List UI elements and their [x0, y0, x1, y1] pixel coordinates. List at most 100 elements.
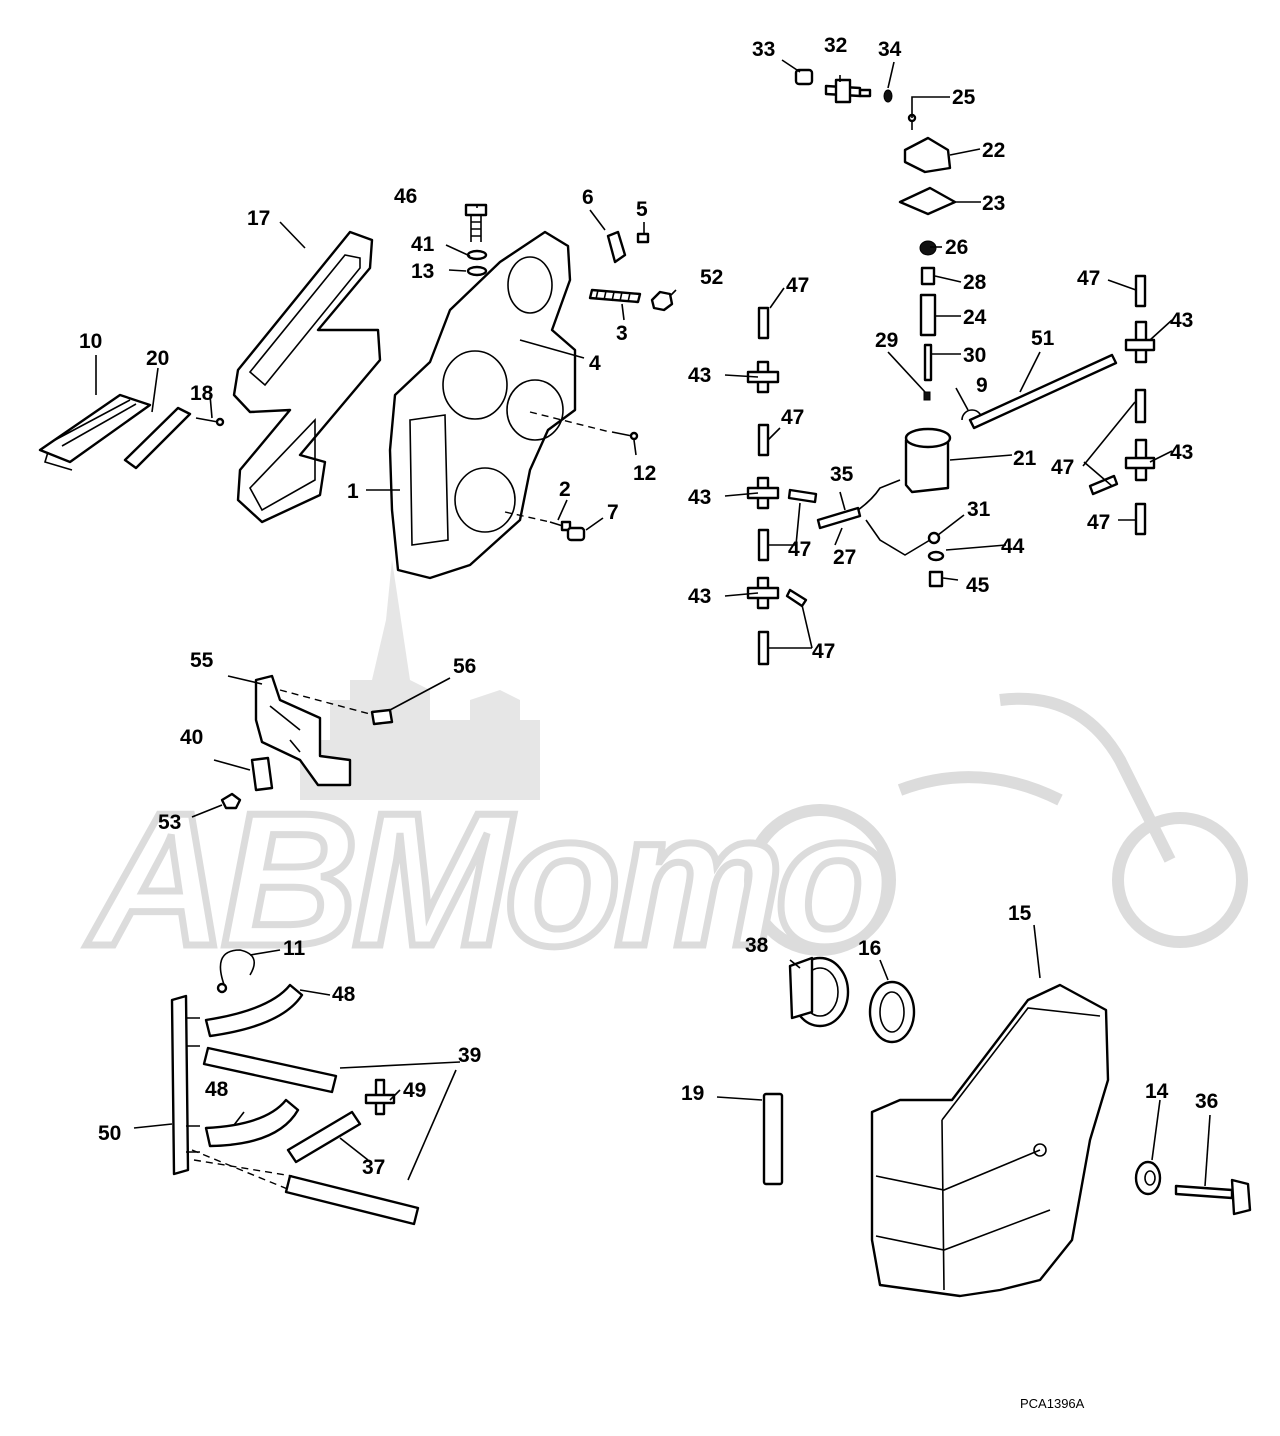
callout-15: 15 [1008, 902, 1032, 925]
clip-6-part [606, 230, 627, 264]
callout-11: 11 [283, 937, 306, 960]
hose-35-part [857, 479, 901, 511]
hose-48-upper [204, 983, 304, 1038]
hose-47-h [1134, 388, 1147, 424]
callout-24: 24 [963, 306, 987, 329]
callout-17: 17 [247, 207, 270, 230]
callout-48-b: 48 [205, 1078, 229, 1101]
fitting-32-part [824, 78, 872, 104]
block-40-part [250, 756, 274, 792]
watermark-city-silhouette [300, 560, 540, 800]
hose-47-a [757, 306, 770, 340]
watermark-motorcycle [744, 692, 1248, 956]
callout-36: 36 [1195, 1090, 1218, 1113]
callout-47-g: 47 [1087, 511, 1110, 534]
callout-52: 52 [700, 266, 723, 289]
dashed-connectors [191, 411, 611, 1191]
stud-3-part [588, 288, 642, 304]
callout-10: 10 [79, 330, 102, 353]
screw-18-part [195, 417, 219, 423]
o-ring-34-part [883, 89, 893, 103]
intake-gasket-part [232, 230, 382, 524]
part-drawings [38, 68, 1252, 1298]
callout-47-d: 47 [812, 640, 835, 663]
callout-45: 45 [966, 574, 990, 597]
callout-4: 4 [589, 352, 601, 375]
hose-48-lower [204, 1098, 300, 1148]
screw-18-head [215, 417, 225, 427]
nut-52-part [650, 290, 674, 312]
bracket-55-part [254, 674, 352, 787]
callout-5: 5 [636, 198, 648, 221]
bolt-53-part [220, 792, 242, 810]
callout-47-e: 47 [1077, 267, 1100, 290]
hose-39-b [284, 1174, 420, 1226]
bolt-46-shank [470, 215, 482, 242]
washer-41-part [466, 249, 488, 261]
grommet-38-part [788, 956, 850, 1028]
callout-21: 21 [1013, 447, 1037, 470]
callout-32: 32 [824, 34, 847, 57]
tee-fitting-43-e [1124, 438, 1156, 482]
callout-2: 2 [559, 478, 571, 501]
cap-33-part [794, 68, 814, 86]
callout-19: 19 [681, 1082, 704, 1105]
screw-12-part [611, 431, 633, 437]
callout-41: 41 [411, 233, 435, 256]
callout-43-c: 43 [688, 585, 711, 608]
callout-28: 28 [963, 271, 987, 294]
callout-27: 27 [833, 546, 856, 569]
callout-47-a: 47 [786, 274, 809, 297]
hose-27-part [816, 506, 862, 530]
callout-47-f: 47 [1051, 456, 1074, 479]
callout-14: 14 [1145, 1080, 1169, 1103]
diaphragm-23-part [898, 186, 957, 216]
leader-lines [95, 59, 1211, 1187]
callout-20: 20 [146, 347, 169, 370]
callout-43-e: 43 [1170, 441, 1193, 464]
screw-36-part [1174, 1178, 1252, 1216]
callout-43-a: 43 [688, 364, 711, 387]
hose-19-part [762, 1092, 784, 1186]
reed-block-part [38, 393, 152, 471]
callout-31: 31 [967, 498, 991, 521]
callout-33: 33 [752, 38, 775, 61]
fitting-49-part [364, 1078, 396, 1116]
callout-18: 18 [190, 382, 214, 405]
hose-37-part [286, 1110, 362, 1164]
callout-7: 7 [607, 501, 619, 524]
hose-47-j [1134, 502, 1147, 536]
callout-37: 37 [362, 1156, 385, 1179]
cylinder-block-part [388, 230, 577, 580]
washer-13-part [466, 265, 488, 277]
callout-6: 6 [582, 186, 594, 209]
callout-38: 38 [745, 934, 769, 957]
hose-47-d [757, 528, 770, 562]
callout-35: 35 [830, 463, 854, 486]
bolt-56-part [370, 708, 394, 726]
callout-9: 9 [976, 374, 988, 397]
callout-51: 51 [1031, 327, 1055, 350]
bolt-46-head [464, 203, 488, 217]
hose-51-part [968, 353, 1118, 430]
callout-25: 25 [952, 86, 976, 109]
wire-31-ring [927, 531, 941, 545]
callout-22: 22 [982, 139, 1005, 162]
callout-48-a: 48 [332, 983, 356, 1006]
callout-47-c: 47 [788, 538, 811, 561]
seal-16-part [868, 980, 916, 1044]
callout-49: 49 [403, 1079, 426, 1102]
callout-30: 30 [963, 344, 986, 367]
clamp-11-part [219, 949, 256, 991]
callout-26: 26 [945, 236, 968, 259]
cap-7-part [566, 526, 586, 542]
callout-50: 50 [98, 1122, 121, 1145]
screw-2-head [560, 520, 572, 532]
tee-fitting-43-b [746, 476, 780, 510]
callout-46: 46 [394, 185, 417, 208]
callout-34: 34 [878, 38, 902, 61]
screw-12-head [629, 431, 639, 441]
callout-13: 13 [411, 260, 434, 283]
callout-39: 39 [458, 1044, 481, 1067]
